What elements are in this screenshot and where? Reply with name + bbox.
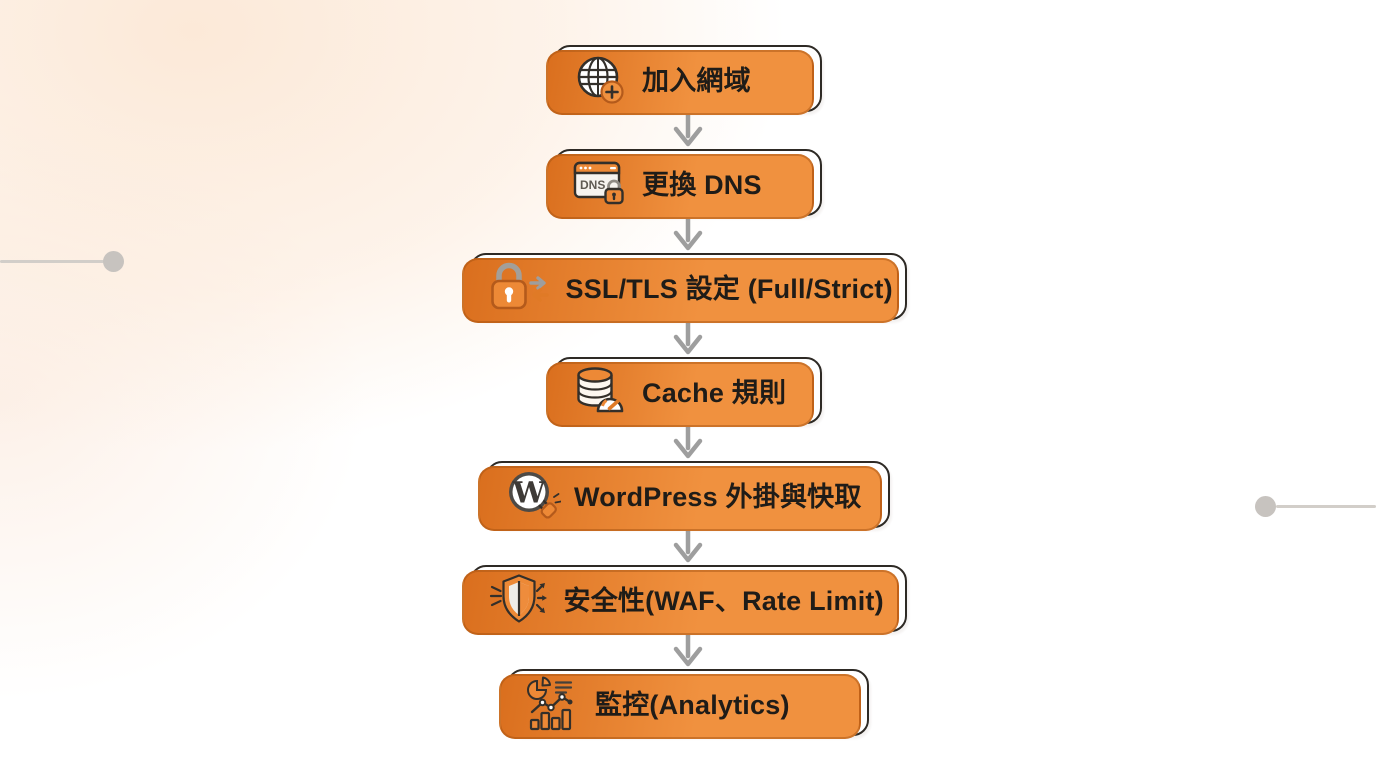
cache-database-gauge-icon <box>571 363 629 419</box>
arrow-down-icon <box>673 424 703 459</box>
security-shield-icon <box>487 572 551 626</box>
right-connector-line <box>1276 505 1376 508</box>
ssl-lock-sync-icon <box>487 260 553 314</box>
arrow-down-icon <box>673 528 703 563</box>
arrow-down-icon <box>673 112 703 147</box>
flow-column: 加入網域 DNS 更換 DNS <box>461 45 907 739</box>
globe-add-icon <box>571 52 629 106</box>
flow-step-add-domain: 加入網域 <box>546 45 822 115</box>
flow-step-label: WordPress 外掛與快取 <box>574 482 862 512</box>
dns-window-icon: DNS <box>571 156 629 210</box>
svg-text:W: W <box>512 475 546 509</box>
flow-step-label: 更換 DNS <box>642 170 762 200</box>
flow-step-label: Cache 規則 <box>642 378 787 408</box>
flow-step-label: SSL/TLS 設定 (Full/Strict) <box>565 274 893 304</box>
flow-step-label: 監控(Analytics) <box>595 690 790 720</box>
analytics-charts-icon <box>524 675 582 731</box>
arrow-down-icon <box>673 216 703 251</box>
flow-step-change-dns: DNS 更換 DNS <box>546 149 822 219</box>
flow-step-label: 安全性(WAF、Rate Limit) <box>563 586 884 616</box>
flow-step-label: 加入網域 <box>642 66 751 96</box>
left-connector-dot <box>103 251 124 272</box>
left-connector-line <box>0 260 104 263</box>
wordpress-plugin-icon: W <box>503 468 561 522</box>
svg-text:DNS: DNS <box>580 178 605 192</box>
right-connector-dot <box>1255 496 1276 517</box>
flow-step-cache-rules: Cache 規則 <box>546 357 822 427</box>
flow-step-wordpress: W WordPress 外掛與快取 <box>478 461 890 531</box>
arrow-down-icon <box>673 320 703 355</box>
arrow-down-icon <box>673 632 703 667</box>
flow-step-monitoring: 監控(Analytics) <box>499 669 869 739</box>
flow-step-security: 安全性(WAF、Rate Limit) <box>461 565 907 635</box>
flow-step-ssl-tls: SSL/TLS 設定 (Full/Strict) <box>461 253 907 323</box>
